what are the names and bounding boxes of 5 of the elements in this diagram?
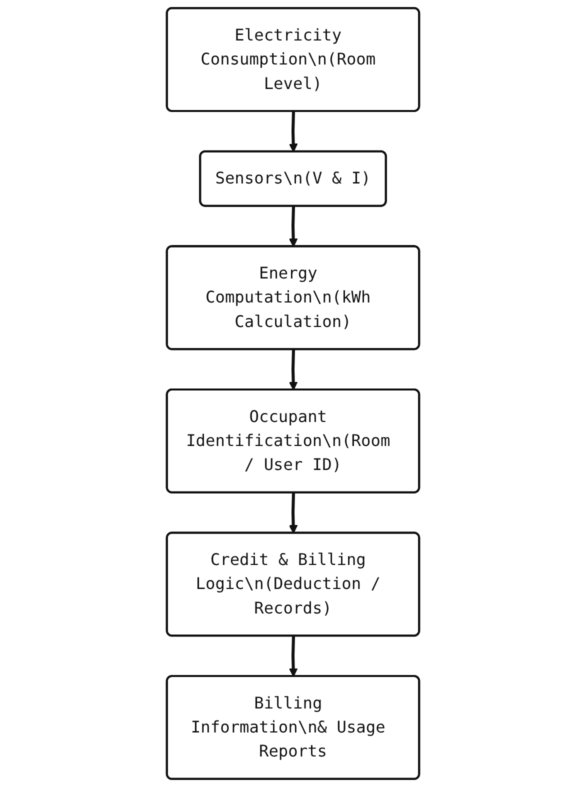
arrow [288,636,298,677]
arrow [288,206,298,248]
arrow [288,492,298,534]
arrow [288,350,298,390]
arrow [288,111,298,152]
